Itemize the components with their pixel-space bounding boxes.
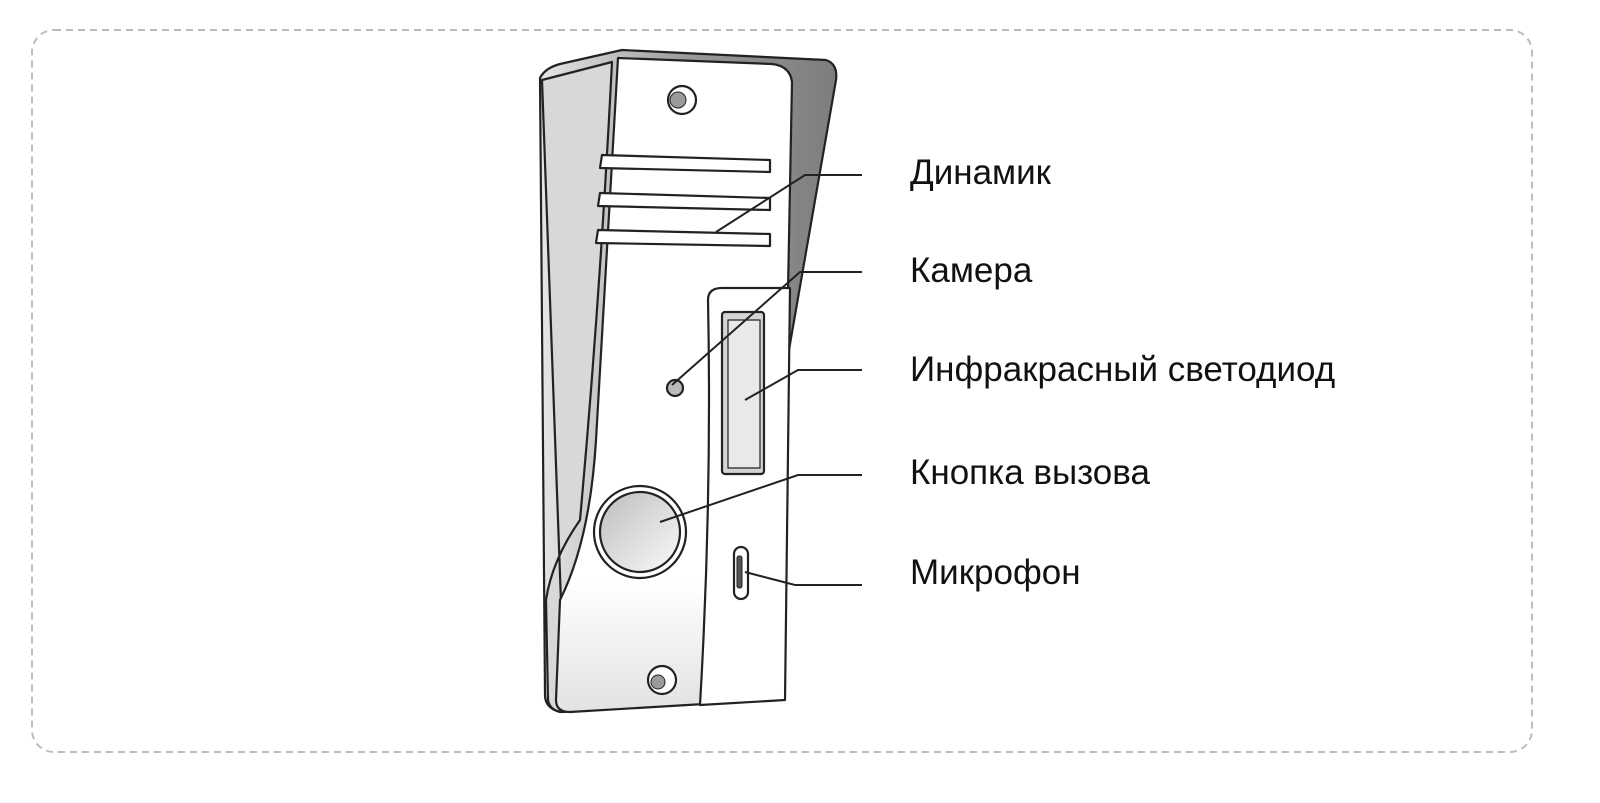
speaker-slot [596, 191, 772, 212]
leader-speaker [715, 174, 862, 233]
camera-lens [665, 378, 685, 398]
call-button [598, 490, 682, 574]
speaker-slot [594, 228, 772, 248]
label-ir-led: Инфракрасный светодиод [910, 350, 1336, 389]
label-speaker: Динамик [910, 153, 1051, 192]
leader-microphone [744, 571, 862, 586]
speaker-slot [598, 153, 772, 174]
doorbell-device [538, 48, 838, 714]
label-call-button: Кнопка вызова [910, 453, 1150, 492]
leader-call-button [659, 474, 862, 523]
label-camera: Камера [910, 251, 1033, 290]
label-microphone: Микрофон [910, 553, 1081, 592]
leader-lines [659, 174, 862, 586]
leader-camera [671, 271, 862, 386]
leader-ir-led [744, 369, 862, 401]
dashed-frame [31, 29, 1533, 753]
